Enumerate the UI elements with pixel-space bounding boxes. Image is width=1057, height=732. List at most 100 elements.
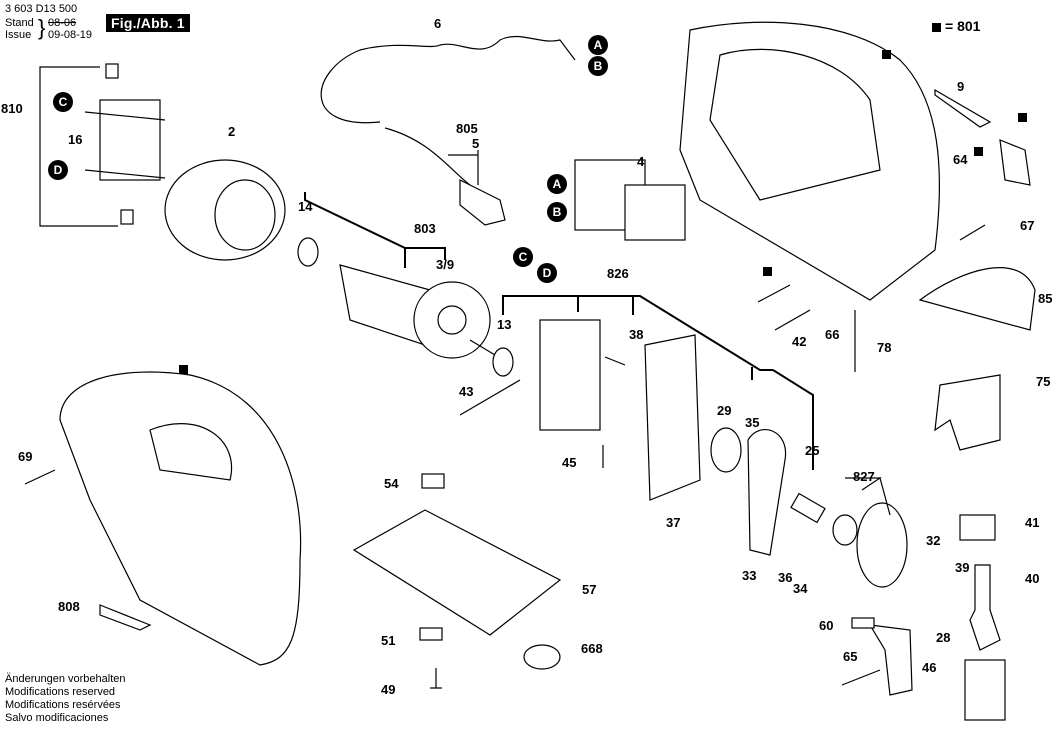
part-label-60: 60 [819,618,834,633]
part-label-57: 57 [582,582,597,597]
part-label-14: 14 [298,199,313,214]
part-label-49: 49 [381,682,396,697]
figure-label: Fig./Abb. 1 [106,14,190,32]
square-marker-icon [882,50,891,59]
housing-half [679,21,941,301]
pad-60 [851,617,875,629]
washer-29 [710,427,742,473]
part-label-5: 5 [472,136,480,151]
part-label-65: 65 [843,649,858,664]
bearing-13 [492,347,514,377]
switch-connector-b-badge: B [547,202,567,222]
cap-64 [999,139,1031,186]
legend-square-icon [932,23,941,32]
part-label-668: 668 [581,641,603,656]
footer-line-de: Änderungen vorbehalten [5,673,126,685]
knob-668 [523,644,561,670]
footer-line-en: Modifications reserved [5,686,116,698]
part-label-803: 803 [414,221,436,236]
switch-connector-a-badge: A [547,174,567,194]
part-label-38: 38 [629,327,644,342]
part-label-805: 805 [456,121,478,136]
document-number: 3 603 D13 500 [5,3,78,15]
connector-a-badge: A [588,35,608,55]
pin-square [757,284,791,303]
part-label-3-9: 3/9 [436,257,455,272]
brush-holder [99,99,161,181]
part-label-43: 43 [459,384,474,399]
part-label-810: 810 [1,101,23,116]
pin-65 [841,669,881,686]
part-label-35: 35 [745,415,760,430]
housing-left [59,371,302,666]
power-plug [459,179,506,226]
bracket-810 [39,66,118,227]
lever-46 [868,624,913,696]
blade-clamp [964,659,1006,721]
part-label-37: 37 [666,515,681,530]
power-cable [320,35,576,124]
part-label-85: 85 [1038,291,1053,306]
bearing-14 [297,237,319,267]
brace-icon: } [38,15,46,40]
field-stator [164,159,286,261]
square-marker-icon [1018,113,1027,122]
switch-connector-d-badge: D [537,263,557,283]
square-marker-icon [179,365,188,374]
guide-33 [747,429,787,556]
connector-c-badge: C [53,92,73,112]
connector-b-badge: B [588,56,608,76]
footer-line-es: Salvo modificaciones [5,712,109,724]
carbon-brush-bottom [120,209,134,225]
part-label-40: 40 [1025,571,1040,586]
plunger-40 [969,564,1001,651]
part-label-64: 64 [953,152,968,167]
part-label-36: 36 [778,570,793,585]
connector-d-badge: D [48,160,68,180]
part-label-54: 54 [384,476,399,491]
part-label-46: 46 [922,660,937,675]
label-808 [99,604,152,631]
square-marker-icon [763,267,772,276]
plate-37 [644,334,701,501]
part-label-67: 67 [1020,218,1035,233]
part-label-827: 827 [853,469,875,484]
insert-75 [934,374,1001,451]
square-marker-icon [974,147,983,156]
part-label-4: 4 [637,154,645,169]
clamp-51 [419,627,443,641]
old-date: 08-06 [48,17,77,29]
cover-85 [918,267,1036,331]
clamp-41 [959,514,996,541]
carbon-brush-top [105,63,119,79]
part-label-826: 826 [607,266,629,281]
issue-date: 09-08-19 [48,29,93,41]
part-label-78: 78 [877,340,892,355]
part-label-45: 45 [562,455,577,470]
part-label-51: 51 [381,633,396,648]
part-label-2: 2 [228,124,236,139]
part-label-66: 66 [825,327,840,342]
part-label-9: 9 [957,79,965,94]
part-label-69: 69 [18,449,33,464]
pin-42 [774,309,811,331]
needle-bearing [832,514,858,546]
part-label-33: 33 [742,568,757,583]
footer-line-fr: Modifications resérvées [5,699,121,711]
screw-69 [24,469,56,485]
gear-827 [856,502,908,588]
part-label-6: 6 [434,16,442,31]
screw-49 [430,668,442,689]
part-label-34: 34 [793,581,808,596]
part-label-13: 13 [497,317,512,332]
part-label-29: 29 [717,403,732,418]
pin-43 [459,379,521,416]
pin-38 [604,356,626,366]
part-label-25: 25 [805,443,820,458]
stand-label: Stand [5,17,34,29]
part-label-16: 16 [68,132,83,147]
legend-text: = 801 [945,18,981,34]
part-label-75: 75 [1036,374,1051,389]
base-plate-57 [352,509,562,636]
